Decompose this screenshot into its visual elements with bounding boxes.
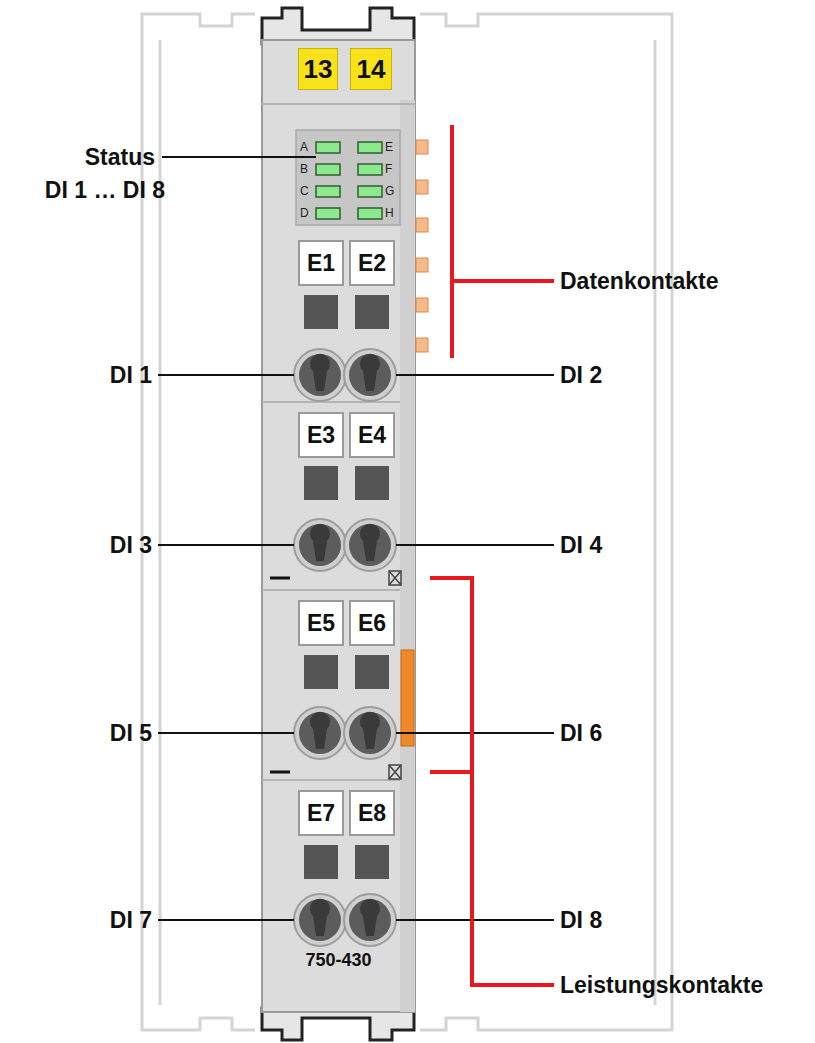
input-marker: E1	[298, 240, 344, 286]
led-panel	[296, 130, 400, 225]
marker-text: E1	[307, 250, 335, 277]
input-marker: E5	[298, 600, 344, 646]
input-marker: E2	[349, 240, 395, 286]
led-letter: F	[385, 162, 392, 176]
callout-label: DI 3	[110, 530, 152, 560]
callout-label: DI 8	[560, 905, 602, 935]
callout-label: DI 6	[560, 718, 602, 748]
led-letter: E	[385, 140, 393, 154]
status-leds	[316, 142, 382, 219]
input-marker: E7	[298, 790, 344, 836]
marker-text: E4	[358, 422, 386, 449]
led-letter: G	[385, 184, 394, 198]
callout-label: DI 2	[560, 360, 602, 390]
carrier-rail	[142, 14, 672, 1030]
callout-label: Leistungskontakte	[560, 970, 763, 1000]
marker-text: E5	[307, 610, 335, 637]
terminal-module: 750-430 13 14ABCD EFGH E1 E2E3 E4E5 E6E7 E8	[262, 40, 415, 1012]
callout-label: Status	[85, 142, 155, 172]
data-contacts	[416, 140, 428, 352]
led-letter: A	[300, 140, 308, 154]
module-housing	[262, 40, 415, 1012]
status-led-panel: ABCD EFGH	[296, 130, 400, 225]
callout-label: DI 1	[110, 360, 152, 390]
housing-side	[400, 100, 415, 1012]
marker-text: E2	[358, 250, 386, 277]
housing-sections	[262, 104, 415, 780]
part-number: 750-430	[262, 948, 415, 972]
marker-text: E7	[307, 800, 335, 827]
input-marker: E3	[298, 412, 344, 458]
callout-label: Datenkontakte	[560, 266, 718, 296]
side-marks	[270, 578, 290, 772]
input-marker: E6	[349, 600, 395, 646]
top-latch	[262, 8, 414, 44]
marker-text: 13	[304, 54, 333, 85]
marker-text: E6	[358, 610, 386, 637]
input-marker: E8	[349, 790, 395, 836]
led-letter: H	[385, 206, 394, 220]
marker-text: E3	[307, 422, 335, 449]
contact-brackets	[430, 125, 554, 985]
marker-label: 14	[350, 48, 392, 90]
clamp-openings	[294, 349, 396, 946]
input-marker: E4	[349, 412, 395, 458]
marker-text: E8	[358, 800, 386, 827]
callout-label: DI 7	[110, 905, 152, 935]
led-letter: B	[300, 162, 308, 176]
led-letter: D	[300, 206, 309, 220]
callout-label: DI 1 … DI 8	[45, 175, 165, 205]
leader-lines	[158, 157, 554, 920]
callout-label: DI 5	[110, 718, 152, 748]
marker-text: 14	[357, 54, 386, 85]
power-contact	[401, 650, 414, 746]
callout-label: DI 4	[560, 530, 602, 560]
marker-label: 13	[298, 48, 338, 90]
led-letter: C	[300, 184, 309, 198]
